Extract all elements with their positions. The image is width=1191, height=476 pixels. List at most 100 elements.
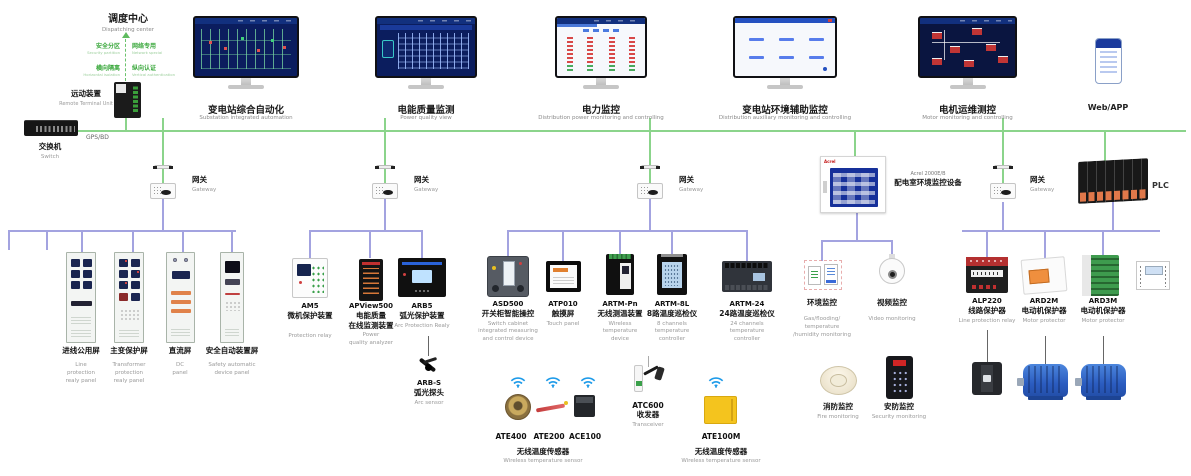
wireless-group-sublabel: Wireless temperature sensor (503, 458, 583, 464)
atc600-stub-line (648, 356, 649, 367)
asd500-device (487, 256, 529, 297)
artm-8l-device (657, 254, 687, 295)
video-drop (891, 240, 893, 257)
asd500-label: ASD500 开关柜智能操控 Switch cabinet integrated… (478, 300, 538, 343)
artm-24-label: ARTM-24 24路温度巡检仪 24 channels temperature… (719, 300, 775, 343)
policy-item-3: 横向隔离 Horizontal isolation (83, 65, 120, 77)
cabinet2-sublabel: Transformer protection realy panel (112, 362, 146, 384)
antenna-icon (993, 165, 1013, 169)
cabinet-line-protection (66, 252, 96, 343)
cabinet4-sublabel: Safety automatic device panel (208, 362, 256, 376)
monitor-subtitle: Motor monitoring and controlling (922, 115, 1013, 121)
access-keypad-icon (886, 356, 913, 399)
ate100m-group-sublabel: Wireless temperature sensor (681, 458, 761, 464)
bus1-drop-1 (81, 230, 83, 253)
bus1-drop-3 (182, 230, 184, 253)
ard2m-device (1020, 256, 1068, 295)
acrel-screen (830, 168, 878, 207)
fire-sublabel: Fire monitoring (817, 414, 859, 420)
ard3m-display-unit (1136, 261, 1170, 290)
wifi-icon (510, 377, 526, 388)
acrel2000-feed-line (854, 131, 856, 157)
rtu-device (114, 82, 141, 118)
cabinet1-label: 进线公用屏 (62, 346, 100, 355)
alp220-breaker-line (987, 330, 988, 365)
ard2m-motor-line (1045, 336, 1046, 367)
motor-screen (918, 16, 1017, 78)
ard3m-device (1082, 255, 1119, 296)
motor-icon (1017, 364, 1068, 400)
video-sublabel: Video monitoring (868, 316, 916, 322)
gps-bd-label: GPS/BD (86, 134, 109, 141)
acrel2000-label: Acrel 2000E/B 配电室环境监控设备 (894, 171, 962, 187)
plc-device (1078, 158, 1148, 204)
am5-device (292, 258, 328, 298)
antenna-icon (153, 165, 173, 169)
wireless-group-label: 无线温度传感器 (516, 447, 570, 456)
cabinet4-label: 安全自动装置屏 (205, 346, 259, 355)
rs485-bus-4 (962, 230, 1160, 232)
scada-screen (193, 16, 299, 78)
circuit-breaker-icon (972, 362, 1002, 395)
bus3-drop-5 (746, 230, 748, 261)
atp010-label: ATP010 触摸屏 Touch panel (546, 300, 580, 327)
apview500-device (359, 259, 383, 301)
dispatch-center-label: 调度中心 Dispatching center (101, 14, 155, 33)
bus3-drop-4 (671, 230, 673, 256)
ard3m-motor-line (1103, 336, 1104, 367)
antenna-icon (640, 165, 660, 169)
plc-bus-drop (1112, 200, 1114, 231)
artm-pn-label: ARTM-Pn 无线测温装置 Wireless temperature devi… (597, 300, 643, 343)
atc600-device-icon (630, 363, 666, 395)
bus4-drop-2 (1044, 230, 1046, 258)
policy-item-4: 纵向认证 Vertical authentication (132, 65, 176, 77)
ate200-label: ATE200 (533, 432, 565, 441)
alp220-label: ALP220 线路保护器 Line protection relay (958, 297, 1016, 324)
power-quality-screen (375, 16, 477, 78)
monitor-title: 电机运维测控 (938, 105, 997, 116)
bus1-drop-2 (132, 230, 134, 253)
rs485-bus-2 (309, 230, 423, 232)
power-monitoring-screen (555, 16, 647, 78)
camera-icon (877, 254, 907, 292)
gateway4-device (990, 183, 1016, 199)
gateway2-device (372, 183, 398, 199)
monitor-subtitle: Power quality view (400, 115, 452, 121)
gateway2-feed-line (384, 118, 386, 184)
wifi-icon (580, 377, 596, 388)
cabinet-transformer-protection (114, 252, 144, 343)
auxiliary-screen (733, 16, 837, 78)
bus1-stub-b (46, 230, 48, 250)
rs485-bus-3 (507, 230, 748, 232)
monitor-subtitle: Distribution power monitoring and contro… (538, 115, 664, 121)
ate100m-group-label: 无线温度传感器 (694, 447, 748, 456)
gateway3-label: 网关 Gateway (679, 175, 704, 193)
bus3-drop-3 (619, 230, 621, 256)
gateway3-feed-line (649, 118, 651, 184)
apview500-label: APView500 电能质量 在线监测装置 Power quality anal… (348, 302, 394, 347)
artm-24-device (722, 261, 772, 292)
gateway4-feed-line (1002, 118, 1004, 184)
acrel2000-device: Acrel (820, 156, 886, 213)
monitor-subtitle: Substation integrated automation (199, 115, 293, 121)
cabinet3-sublabel: DC panel (172, 362, 188, 376)
rtu-drop-line (125, 116, 127, 131)
artm-pn-device (606, 254, 634, 295)
monitor-title: 电力监控 (581, 105, 621, 116)
bus3-drop-1 (507, 230, 509, 257)
arb5-sensor-line (428, 336, 429, 356)
bus1-stub-a (8, 230, 10, 250)
monitor-subtitle: Distribution auxiliary monitoring and co… (718, 115, 852, 121)
wifi-icon (545, 377, 561, 388)
gateway3-device (637, 183, 663, 199)
webapp-label: Web/APP (1087, 103, 1129, 112)
monitor-title: 变电站环境辅助监控 (742, 105, 828, 116)
bus4-drop-3 (1102, 230, 1104, 257)
ace100-sensor-icon (574, 395, 595, 417)
ate400-label: ATE400 (495, 432, 527, 441)
acrel-env-bus (821, 240, 893, 242)
am5-label: AM5 微机保护装置 Protection relay (287, 302, 333, 339)
cabinet2-label: 主变保护屏 (110, 346, 148, 355)
wifi-icon (708, 377, 724, 388)
